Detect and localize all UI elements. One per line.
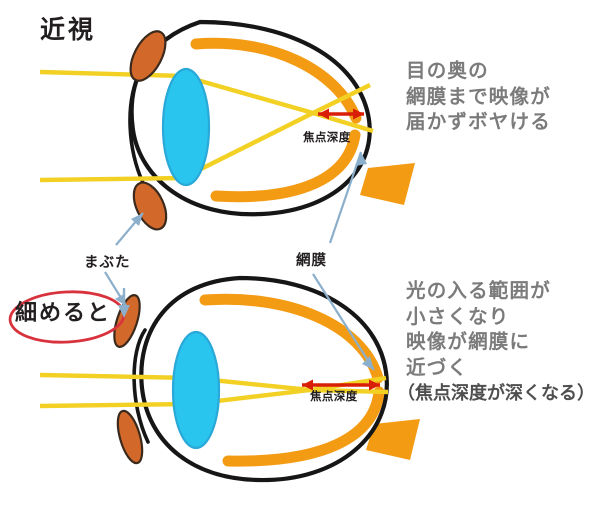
description-bottom: 光の入る範囲が 小さくなり 映像が網膜に 近づく [406, 279, 551, 380]
focus-depth-label-top: 焦点深度 [303, 130, 351, 144]
light-ray-bottom-1 [39, 372, 389, 395]
eyelid-label: まぶた [84, 255, 131, 271]
squint-label: 細めると [15, 301, 112, 326]
retina-band-lower-bottom [222, 386, 385, 467]
eyelid-upper-top-icon [129, 30, 167, 82]
lens-bottom-icon [171, 330, 221, 450]
cornea-outline-bottom [132, 328, 150, 444]
retina-label: 網膜 [296, 253, 327, 269]
eyelid-lower-top-icon [132, 181, 168, 231]
description-bottom-note: （焦点深度が深くなる） [397, 383, 595, 404]
optic-nerve-top-icon [360, 163, 415, 205]
retina-band-upper-top [190, 37, 362, 124]
focus-depth-arrow-bottom [302, 379, 380, 391]
light-ray-top-2 [39, 83, 371, 183]
page-title: 近視 [40, 15, 97, 44]
pointer-arrow-retina-top [328, 151, 367, 244]
optic-nerve-bottom-icon [366, 419, 420, 460]
light-ray-top-1 [39, 69, 374, 134]
eyelid-lower-bottom-icon [116, 409, 144, 465]
pointer-arrow-retina-bottom [312, 273, 375, 371]
description-top: 目の奥の 網膜まで映像が 届かずボヤける [406, 59, 551, 134]
pointer-arrow-squint [118, 288, 130, 318]
pointer-arrow-eyelid-top [115, 212, 144, 246]
focus-depth-arrow-top [318, 108, 364, 120]
lens-top-icon [161, 67, 211, 187]
eyelid-upper-bottom-icon [113, 294, 141, 348]
focus-depth-label-bottom: 焦点深度 [310, 389, 358, 403]
retina-band-lower-top [210, 129, 361, 203]
